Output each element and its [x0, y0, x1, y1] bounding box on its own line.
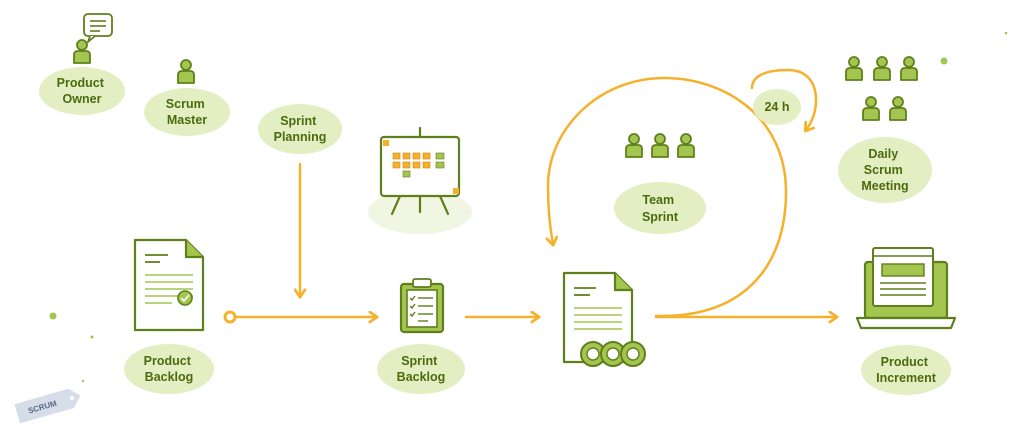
daily-scrum-icon — [845, 56, 918, 121]
product-increment-bubble: Product Increment — [861, 345, 951, 395]
whiteboard-easel-icon — [368, 126, 472, 234]
product-owner-label-line1: Product — [57, 76, 105, 90]
sprint-cycle-loop — [548, 76, 788, 318]
team-sprint-label-line1: Team — [642, 193, 674, 207]
scrum-master-label-line2: Master — [167, 113, 207, 127]
product-increment-label-line1: Product — [881, 355, 929, 369]
scrum-master-bubble: Scrum Master — [144, 88, 230, 136]
cycle-label: 24 h — [764, 100, 789, 114]
svg-text:Product Owner: Product Owner — [57, 76, 108, 106]
scrum-tag: SCRUM — [14, 388, 81, 424]
product-increment-icon — [855, 247, 957, 330]
sprint-planning-bubble: Sprint Planning — [258, 104, 342, 154]
decorative-dots — [49, 31, 1008, 383]
sprint-planning-label-line2: Planning — [274, 130, 327, 144]
team-sprint-icon — [625, 133, 695, 158]
svg-text:Sprint Backlog: Sprint Backlog — [397, 354, 446, 384]
sprint-work-icon — [562, 271, 646, 367]
svg-text:Team Sprint: Team Sprint — [642, 193, 679, 224]
scrum-master-icon — [177, 59, 195, 84]
daily-scrum-label-line3: Meeting — [861, 179, 908, 193]
sprint-backlog-bubble: Sprint Backlog — [377, 344, 465, 394]
svg-text:Daily Scrum Meetin: Daily Scrum Meeting — [861, 147, 908, 193]
svg-text:Product Increment: Product Increment — [876, 355, 937, 385]
flow-start-node — [223, 310, 237, 324]
product-increment-label-line2: Increment — [876, 371, 937, 385]
product-backlog-label-line1: Product — [144, 354, 192, 368]
product-owner-bubble: Product Owner — [39, 67, 125, 115]
cycle-label-bubble: 24 h — [753, 89, 801, 125]
sprint-planning-label-line1: Sprint — [280, 114, 317, 128]
product-owner-icon — [73, 13, 113, 64]
sprint-backlog-icon — [399, 278, 445, 334]
daily-scrum-label-line2: Scrum — [864, 163, 903, 177]
svg-text:Scrum Master: Scrum Master — [166, 97, 208, 127]
scrum-master-label-line1: Scrum — [166, 97, 205, 111]
sprint-backlog-label-line1: Sprint — [401, 354, 438, 368]
daily-scrum-label-line1: Daily — [868, 147, 898, 161]
svg-text:Sprint Planning: Sprint Planning — [274, 114, 327, 144]
product-backlog-icon — [133, 238, 205, 332]
svg-text:Product Backlog: Product Backlog — [144, 354, 195, 384]
team-sprint-bubble: Team Sprint — [614, 182, 706, 234]
flow-arrows — [223, 68, 836, 324]
daily-scrum-bubble: Daily Scrum Meeting — [838, 137, 932, 203]
product-owner-label-line2: Owner — [63, 92, 102, 106]
product-backlog-bubble: Product Backlog — [124, 344, 214, 394]
product-backlog-label-line2: Backlog — [145, 370, 194, 384]
team-sprint-label-line2: Sprint — [642, 210, 679, 224]
daily-cycle-loop — [750, 68, 818, 130]
sprint-backlog-label-line2: Backlog — [397, 370, 446, 384]
